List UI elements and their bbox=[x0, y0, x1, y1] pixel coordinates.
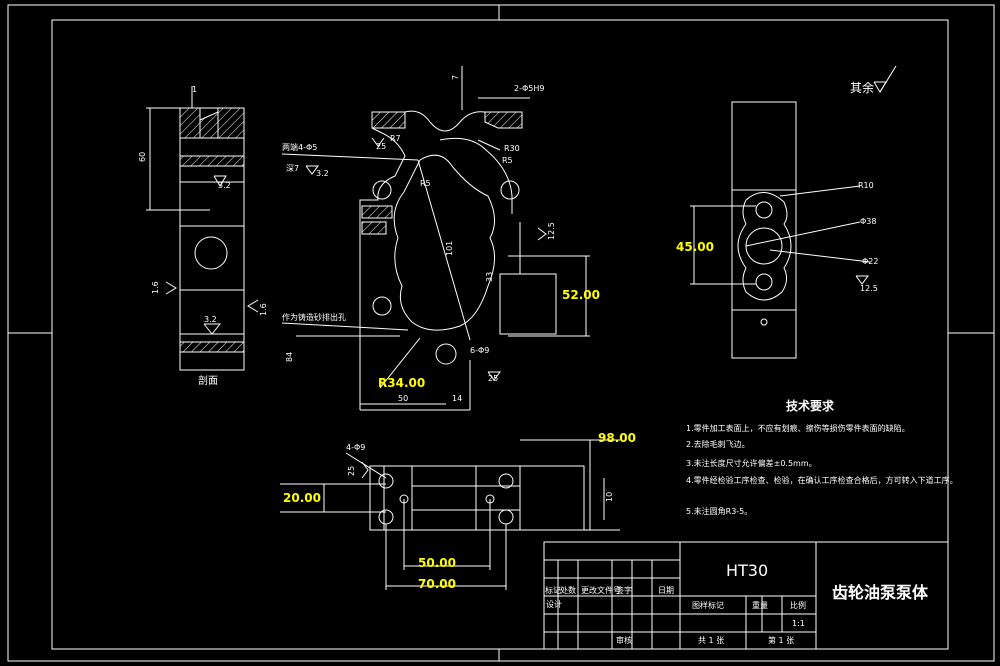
rough-3.2-b: 3.2 bbox=[204, 315, 217, 324]
tb-part-name: 齿轮油泵泵体 bbox=[832, 583, 929, 602]
dim-50w: 50 bbox=[398, 394, 408, 403]
tech-item-4: 4.零件经检验工序检查、检验，在确认工序检查合格后，方可转入下道工序。 bbox=[686, 475, 958, 485]
rough-3.2-c: 3.2 bbox=[316, 169, 329, 178]
dim-101: 101 bbox=[445, 241, 454, 256]
tb-check: 审核 bbox=[616, 635, 632, 645]
dim-20: 20.00 bbox=[283, 491, 321, 505]
rough-12.5-b: 12.5 bbox=[860, 284, 878, 293]
dim-14: 14 bbox=[452, 394, 462, 403]
tb-header-1: 标记 bbox=[545, 585, 561, 595]
side-view-right: R10 Φ38 Φ22 12.5 45.00 bbox=[676, 101, 878, 359]
tech-title: 技术要求 bbox=[786, 398, 835, 413]
tech-requirements: 技术要求 1.零件加工表面上，不应有划痕、擦伤等损伤零件表面的缺陷。 2.去除毛… bbox=[686, 398, 958, 516]
drawing-frame bbox=[7, 4, 995, 662]
section-view-left: 60 1 3.2 1.6 1.6 3.2 剖面 bbox=[138, 85, 268, 387]
dim-25a: 25 bbox=[376, 142, 386, 151]
main-view-center: 101 7 2-Φ5H9 R7 25 R30 R5 两端4-Φ5 深7 3.2 … bbox=[281, 66, 600, 411]
tb-material: HT30 bbox=[726, 561, 768, 580]
dim-45: 45.00 bbox=[676, 240, 714, 254]
dim-25c: 25 bbox=[347, 466, 356, 476]
tech-item-3: 3.未注长度尺寸允许偏差±0.5mm。 bbox=[686, 458, 817, 468]
dim-r10: R10 bbox=[858, 181, 874, 190]
rough-1.6-b: 1.6 bbox=[259, 303, 268, 316]
dim-33: 33 bbox=[485, 272, 494, 282]
dim-84: 84 bbox=[285, 352, 294, 362]
tech-item-1: 1.零件加工表面上，不应有划痕、擦伤等损伤零件表面的缺陷。 bbox=[686, 423, 910, 433]
dim-70: 70.00 bbox=[418, 577, 456, 591]
tb-weight-label: 重量 bbox=[752, 600, 768, 610]
tb-scale-value: 1:1 bbox=[792, 619, 805, 628]
tb-design: 设计 bbox=[546, 599, 562, 609]
dim-r34: R34.00 bbox=[378, 376, 425, 390]
dim-10: 10 bbox=[605, 492, 614, 502]
note-holes: 两端4-Φ5 bbox=[282, 142, 317, 152]
top-view-bottom: 4-Φ9 25 98.00 10 20.00 50.00 70.00 bbox=[280, 431, 636, 591]
rough-12.5-a: 12.5 bbox=[547, 222, 556, 240]
tech-item-5: 5.未注圆角R3-5。 bbox=[686, 506, 752, 516]
dim-25b: 25 bbox=[488, 374, 498, 383]
dim-phi22: Φ22 bbox=[862, 257, 878, 266]
dim-r7: R7 bbox=[390, 134, 401, 143]
rough-1.6-a: 1.6 bbox=[151, 281, 160, 294]
note-sand-hole: 作为铸造砂排出孔 bbox=[282, 312, 346, 322]
dim-6phi9: 6-Φ9 bbox=[470, 346, 489, 355]
dim-4phi9: 4-Φ9 bbox=[346, 443, 365, 452]
rough-3.2-a: 3.2 bbox=[218, 181, 231, 190]
dim-7: 7 bbox=[451, 75, 460, 80]
tb-header-4: 签字 bbox=[616, 585, 632, 595]
tb-header-3: 更改文件号 bbox=[581, 585, 621, 595]
tb-sheet-no: 第 1 张 bbox=[768, 635, 794, 645]
dim-phi38: Φ38 bbox=[860, 217, 876, 226]
title-block: 标记 处数 更改文件号 签字 日期 设计 审核 图样标记 重量 比例 1:1 共… bbox=[543, 541, 949, 650]
dim-r5: R5 bbox=[502, 156, 513, 165]
dim-52: 52.00 bbox=[562, 288, 600, 302]
note-deep: 深7 bbox=[286, 164, 299, 173]
tb-header-2: 处数 bbox=[560, 585, 576, 595]
dim-50: 50.00 bbox=[418, 556, 456, 570]
tech-item-2: 2.去除毛刺飞边。 bbox=[686, 439, 750, 449]
dim-r30: R30 bbox=[504, 144, 520, 153]
dim-1: 1 bbox=[192, 85, 197, 94]
dim-60: 60 bbox=[138, 152, 147, 162]
roughness-note: 其余 bbox=[850, 65, 897, 95]
dim-98: 98.00 bbox=[598, 431, 636, 445]
section-label: 剖面 bbox=[198, 374, 218, 387]
tb-stage-label: 图样标记 bbox=[692, 600, 724, 610]
dim-2phi5h9: 2-Φ5H9 bbox=[514, 84, 544, 93]
roughness-note-label: 其余 bbox=[850, 80, 874, 95]
tb-header-5: 日期 bbox=[658, 586, 674, 595]
tb-sheets-total: 共 1 张 bbox=[698, 636, 724, 645]
dim-r5b: R5 bbox=[420, 179, 431, 188]
tb-scale-label: 比例 bbox=[790, 600, 806, 610]
